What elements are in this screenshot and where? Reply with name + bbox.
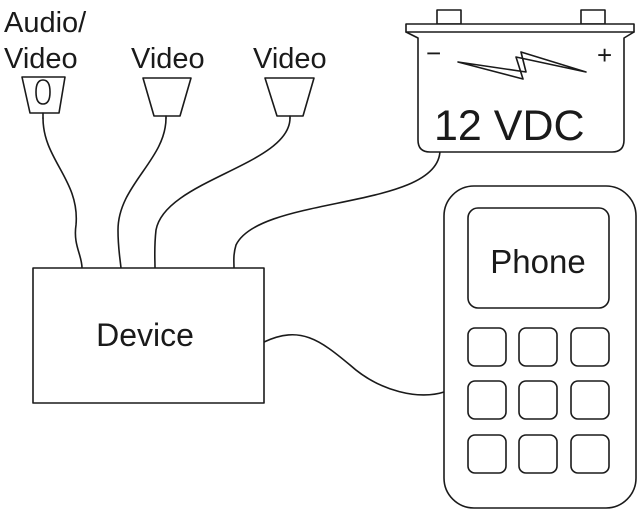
camera-3-label: Video [253, 43, 327, 75]
device-box [32, 267, 265, 404]
camera-2-icon [142, 77, 192, 117]
phone-key [570, 380, 610, 420]
cables [42, 117, 445, 396]
phone-keypad [467, 327, 610, 474]
lightning-bolt-icon [457, 51, 587, 80]
battery-minus-label: − [426, 38, 441, 68]
phone-key [467, 380, 507, 420]
phone-screen [467, 207, 610, 309]
cable-power [233, 149, 441, 269]
battery-body [405, 23, 635, 153]
phone-key [570, 327, 610, 367]
cable-video-2 [153, 117, 291, 269]
camera-2-label: Video [131, 43, 205, 75]
battery-plus-label: + [597, 40, 612, 70]
battery-terminal-positive [580, 9, 606, 25]
camera-3-icon [264, 77, 315, 117]
video-camera-1: Video [131, 43, 205, 119]
phone: Phone [443, 185, 637, 509]
phone-key [518, 327, 558, 367]
device: Device [32, 267, 265, 404]
battery-voltage-label: 12 VDC [434, 102, 585, 150]
phone-label: Phone [490, 243, 585, 280]
cable-audio-video [42, 117, 83, 269]
cable-phone [263, 333, 445, 396]
camera-1-label-line-1: Audio/ [4, 7, 87, 39]
battery-terminal-negative [436, 9, 462, 25]
camera-1-label-line-2: Video [4, 43, 78, 75]
video-camera-2: Video [253, 43, 327, 119]
phone-key [467, 434, 507, 474]
device-label: Device [96, 317, 194, 353]
phone-key [570, 434, 610, 474]
microphone-icon [35, 79, 51, 105]
phone-key [518, 434, 558, 474]
cable-video-1 [117, 117, 167, 269]
battery: − + 12 VDC [405, 9, 635, 153]
phone-key [467, 327, 507, 367]
phone-key [518, 380, 558, 420]
audio-video-camera: Audio/ Video [4, 7, 87, 119]
